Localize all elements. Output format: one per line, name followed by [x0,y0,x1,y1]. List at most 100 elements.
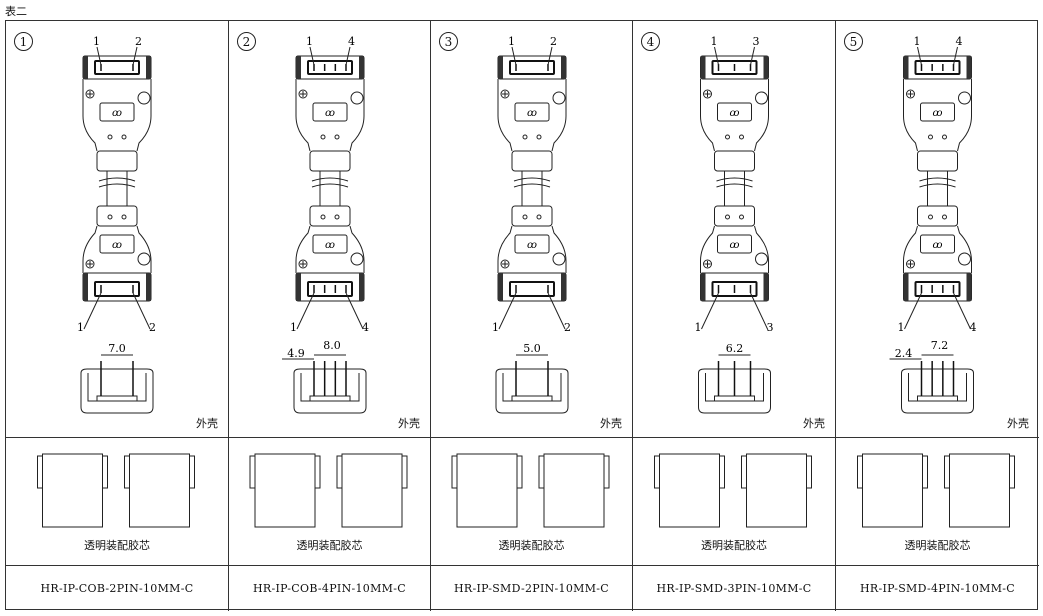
screw-icon [500,259,510,269]
svg-text:ꝏ: ꝏ [112,240,122,251]
logo-box [99,102,135,122]
svg-text:ꝏ: ꝏ [527,240,537,251]
pin-label: 1 [290,321,297,334]
core-drawing [451,453,610,528]
core-cell: 透明装配胶芯 [6,438,229,566]
pin-label: 4 [362,321,369,334]
pin-label: 2 [135,35,142,48]
table-caption: 表二 [5,5,27,18]
pin-label: 4 [956,35,963,48]
transparent-core [654,453,725,528]
transparent-core [857,453,928,528]
pin-label: 1 [77,321,84,334]
pin-label: 2 [564,321,571,334]
core-label: 透明装配胶芯 [498,539,565,552]
logo-box [920,234,955,254]
core-cell: 透明装配胶芯 [633,438,836,566]
svg-text:ꝏ: ꝏ [112,108,122,119]
dimension-label: 6.2 [726,342,744,355]
screw-icon [703,89,712,99]
transparent-core [741,453,812,528]
part-number: HR-IP-SMD-3PIN-10MM-C [633,566,836,611]
dimension-label: 5.0 [523,342,541,355]
item-number: 5 [844,32,863,51]
screw-icon [906,89,915,99]
top-connector: ꝏ [295,55,365,172]
screw-icon [298,89,308,99]
bottom-connector: ꝏ [700,205,769,302]
core-drawing [37,453,195,528]
top-connector: ꝏ [903,55,972,172]
part-number: HR-IP-SMD-2PIN-10MM-C [431,566,633,611]
side-view [293,354,367,414]
core-label: 透明装配胶芯 [296,539,363,552]
side-view [80,354,154,414]
screw-icon [500,89,510,99]
shell-label: 外壳 [803,417,825,430]
core-cell: 透明装配胶芯 [431,438,633,566]
bottom-connector: ꝏ [82,205,152,302]
logo-box [717,234,752,254]
core-label: 透明装配胶芯 [701,539,767,552]
screw-icon [906,259,915,269]
pin-label: 1 [711,35,718,48]
logo-box [514,234,550,254]
part-number: HR-IP-COB-2PIN-10MM-C [6,566,229,611]
pin-label: 4 [348,35,355,48]
part-number: HR-IP-SMD-4PIN-10MM-C [859,582,1016,595]
svg-text:ꝏ: ꝏ [325,240,335,251]
pin-label: 1 [898,321,905,334]
side-view [698,354,771,414]
logo-box [717,102,752,122]
shell-label: 外壳 [196,417,218,430]
shell-label: 外壳 [398,417,420,430]
pin-label: 1 [508,35,515,48]
screw-icon [298,259,308,269]
pin-label: 4 [970,321,977,334]
core-label: 透明装配胶芯 [84,539,150,552]
cable [98,171,136,206]
core-drawing [857,453,1015,528]
side-view [901,354,974,414]
logo-box [312,234,348,254]
core-label: 透明装配胶芯 [904,539,971,552]
logo-box [312,102,348,122]
cable [311,171,349,206]
svg-text:ꝏ: ꝏ [527,108,537,119]
screw-icon [703,259,712,269]
transparent-core [944,453,1015,528]
item-number: 3 [439,32,458,51]
transparent-core [336,453,408,528]
dimension-label: 7.2 [931,339,949,352]
core-cell: 透明装配胶芯 [229,438,431,566]
dimension-label: 4.9 [287,347,305,360]
top-connector: ꝏ [82,55,152,172]
top-connector: ꝏ [700,55,769,172]
shell-label: 外壳 [1007,417,1029,430]
dimension-label: 2.4 [895,347,913,360]
pin-label: 2 [149,321,156,334]
item-number: 2 [237,32,256,51]
bottom-connector: ꝏ [497,205,567,302]
cable [716,171,753,206]
pin-label: 2 [550,35,557,48]
svg-text:ꝏ: ꝏ [933,108,943,119]
pin-label: 3 [767,321,774,334]
side-view [495,354,569,414]
item-number: 4 [641,32,660,51]
logo-box [99,234,135,254]
pin-label: 1 [306,35,313,48]
screw-icon [85,89,95,99]
pin-label: 1 [492,321,499,334]
connector-drawing: ꝏ ꝏ 1 2 1 2 5.0 [492,35,571,414]
